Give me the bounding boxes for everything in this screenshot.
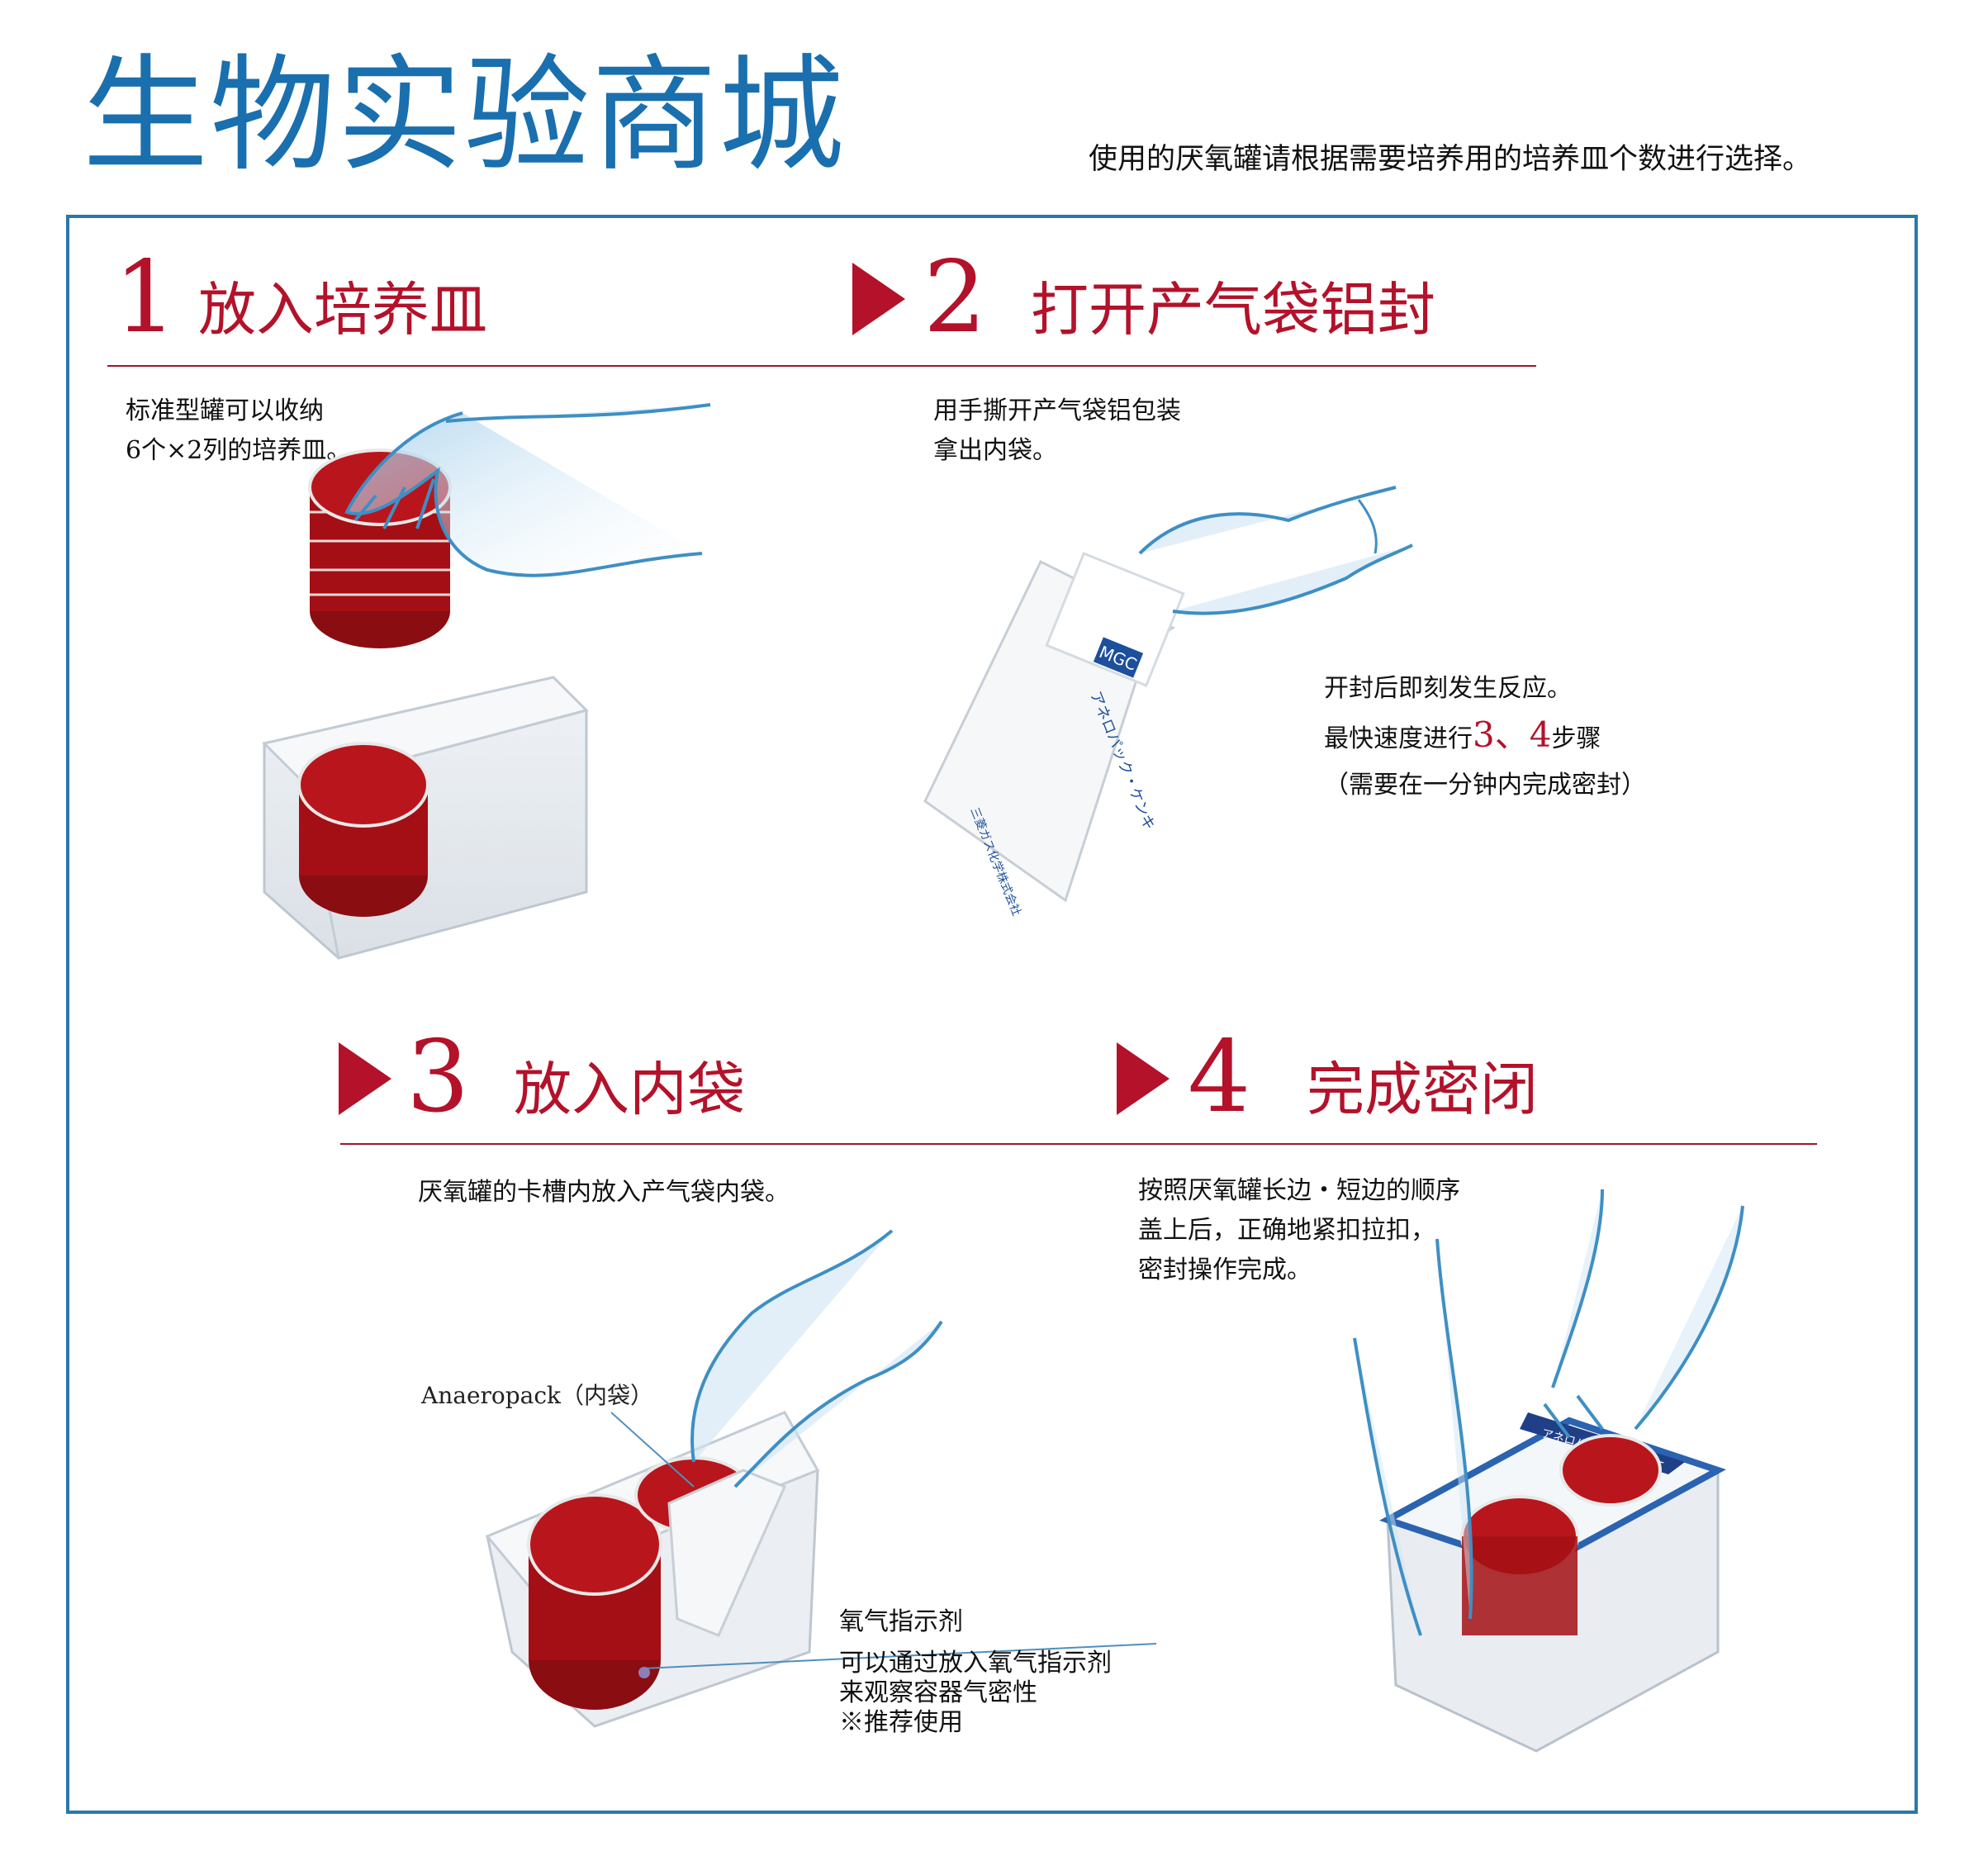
- petri-dishes-in-jar: [1460, 1434, 1662, 1635]
- anaeropack-callout: Anaeropack（内袋）: [421, 1382, 654, 1409]
- step-2-number: 2: [923, 240, 987, 355]
- step-1-line-1: 标准型罐可以收纳: [126, 396, 324, 425]
- warning-line-1: 开封后即刻发生反应。: [1324, 674, 1572, 703]
- step-2-warning: 开封后即刻发生反应。 最快速度进行3、4步骤 （需要在一分钟内完成密封）: [1324, 666, 1646, 809]
- warning-line-2-suffix: 步骤: [1551, 724, 1601, 753]
- step-1-title: 放入培养皿: [198, 276, 487, 344]
- indicator-line-2: 来观察容器气密性: [839, 1678, 1037, 1707]
- inner-gas-pack: [667, 1469, 787, 1637]
- step-4-description: 按照厌氧罐长边・短边的顺序 盖上后，正确地紧扣拉扣， 密封操作完成。: [1138, 1171, 1460, 1290]
- step-4-title: 完成密闭: [1307, 1056, 1538, 1123]
- warning-steps-highlight: 3、4: [1473, 714, 1552, 755]
- step-3-description: 厌氧罐的卡槽内放入产气袋内袋。: [418, 1173, 790, 1213]
- page-subtitle: 使用的厌氧罐请根据需要培养用的培养皿个数进行选择。: [1089, 143, 1812, 176]
- hand-outline: [690, 1229, 943, 1488]
- indicator-line-3: ※推荐使用: [839, 1708, 963, 1737]
- step-4-arrow: [1117, 1042, 1170, 1115]
- hand-outline: [1138, 486, 1413, 615]
- indicator-line-1: 可以通过放入氧气指示剂: [839, 1649, 1112, 1678]
- indicator-title: 氧气指示剂: [839, 1607, 963, 1636]
- step-2-line-2: 拿出内袋。: [933, 436, 1057, 465]
- step-2-title: 打开产气袋铝封: [1031, 276, 1435, 344]
- step-2-illustration: MGC アネロパック・ケンキ 三菱ガス化学株式会社: [923, 486, 1413, 918]
- step-4-number: 4: [1188, 1020, 1251, 1135]
- top-row-divider: [107, 365, 1536, 367]
- warning-line-2: 最快速度进行3、4步骤: [1324, 712, 1646, 762]
- bottom-row-divider: [340, 1143, 1817, 1145]
- step-3-title: 放入内袋: [514, 1056, 745, 1123]
- pack-callout-line: [610, 1412, 695, 1488]
- step-4-illustration: アネロパック角型ジャー: [1353, 1189, 1744, 1753]
- step-3-arrow: [339, 1042, 391, 1115]
- step-3-number: 3: [406, 1020, 470, 1135]
- step-4-line-2: 盖上后，正确地紧扣拉扣，: [1138, 1216, 1435, 1245]
- step-1-illustration: [262, 403, 711, 960]
- step-3-illustration: [485, 1229, 1157, 1728]
- step-4-line-1: 按照厌氧罐长边・短边的顺序: [1138, 1176, 1460, 1205]
- gas-pack-pouch: MGC アネロパック・ケンキ 三菱ガス化学株式会社: [923, 552, 1185, 918]
- step-4-line-3: 密封操作完成。: [1138, 1255, 1312, 1284]
- site-title: 生物实验商城: [83, 42, 846, 188]
- petri-dish-stack-front: [527, 1493, 662, 1710]
- step-1-description: 标准型罐可以收纳 6个×2列的培养皿。: [126, 392, 351, 471]
- warning-line-2-prefix: 最快速度进行: [1324, 724, 1473, 753]
- right-hand-outline: [1543, 1189, 1744, 1439]
- step-2-line-1: 用手撕开产气袋铝包装: [933, 396, 1181, 425]
- hand-outline: [344, 403, 711, 577]
- oxygen-indicator-dot: [638, 1667, 650, 1678]
- step-1-number: 1: [114, 240, 178, 355]
- step-2-description: 用手撕开产气袋铝包装 拿出内袋。: [933, 392, 1181, 471]
- oxygen-indicator-callout: 氧气指示剂 可以通过放入氧气指示剂 来观察容器气密性 ※推荐使用: [839, 1607, 1112, 1738]
- step-1-line-2: 6个×2列的培养皿。: [126, 436, 352, 465]
- left-hand-outline: [1353, 1238, 1473, 1636]
- step-3-line-1: 厌氧罐的卡槽内放入产气袋内袋。: [418, 1178, 790, 1207]
- warning-line-3: （需要在一分钟内完成密封）: [1324, 771, 1646, 800]
- mgc-logo: [1093, 637, 1144, 678]
- indicator-callout-line: [643, 1643, 1157, 1669]
- petri-dish-stack-in-jar: [297, 742, 429, 917]
- step-2-arrow: [852, 263, 905, 335]
- steps-frame: [66, 215, 1918, 1814]
